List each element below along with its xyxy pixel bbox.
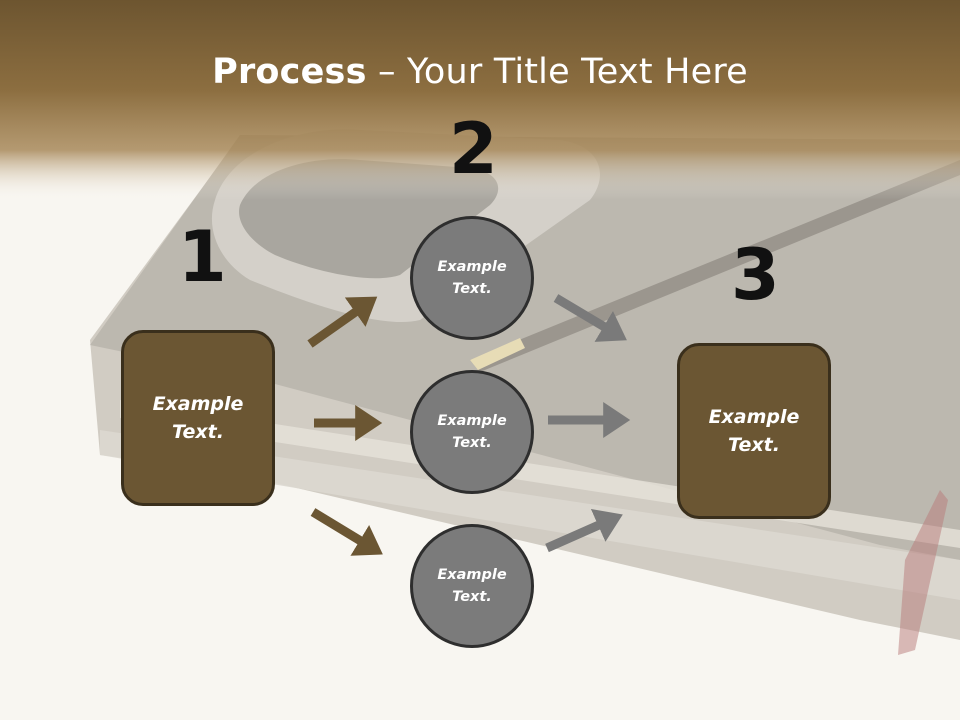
title-rest: – Your Title Text Here [366,52,748,92]
circle-bottom-line2: Text. [452,589,492,605]
circle-top-line1: Example [437,258,507,275]
circle-top-line2: Text. [452,281,492,297]
step-number-1: 1 [178,216,227,298]
step-3-line2: Text. [728,434,780,456]
arrow-from-bottom-circle [545,508,623,553]
arrow-from-top-circle [553,294,627,342]
title-bold: Process [212,52,367,92]
step-1-line1: Example [152,392,244,415]
circle-middle-line1: Example [437,412,507,429]
step-number-3: 3 [731,234,780,316]
arrow-to-bottom-circle [310,508,383,556]
circle-bottom-line1: Example [437,566,507,583]
step-number-2: 2 [449,108,498,190]
arrow-to-top-circle [307,296,378,348]
step-3-line1: Example [708,405,800,428]
circle-middle-line2: Text. [452,435,492,451]
step-1-line2: Text. [172,421,224,443]
page-title: Process – Your Title Text Here [0,52,960,92]
